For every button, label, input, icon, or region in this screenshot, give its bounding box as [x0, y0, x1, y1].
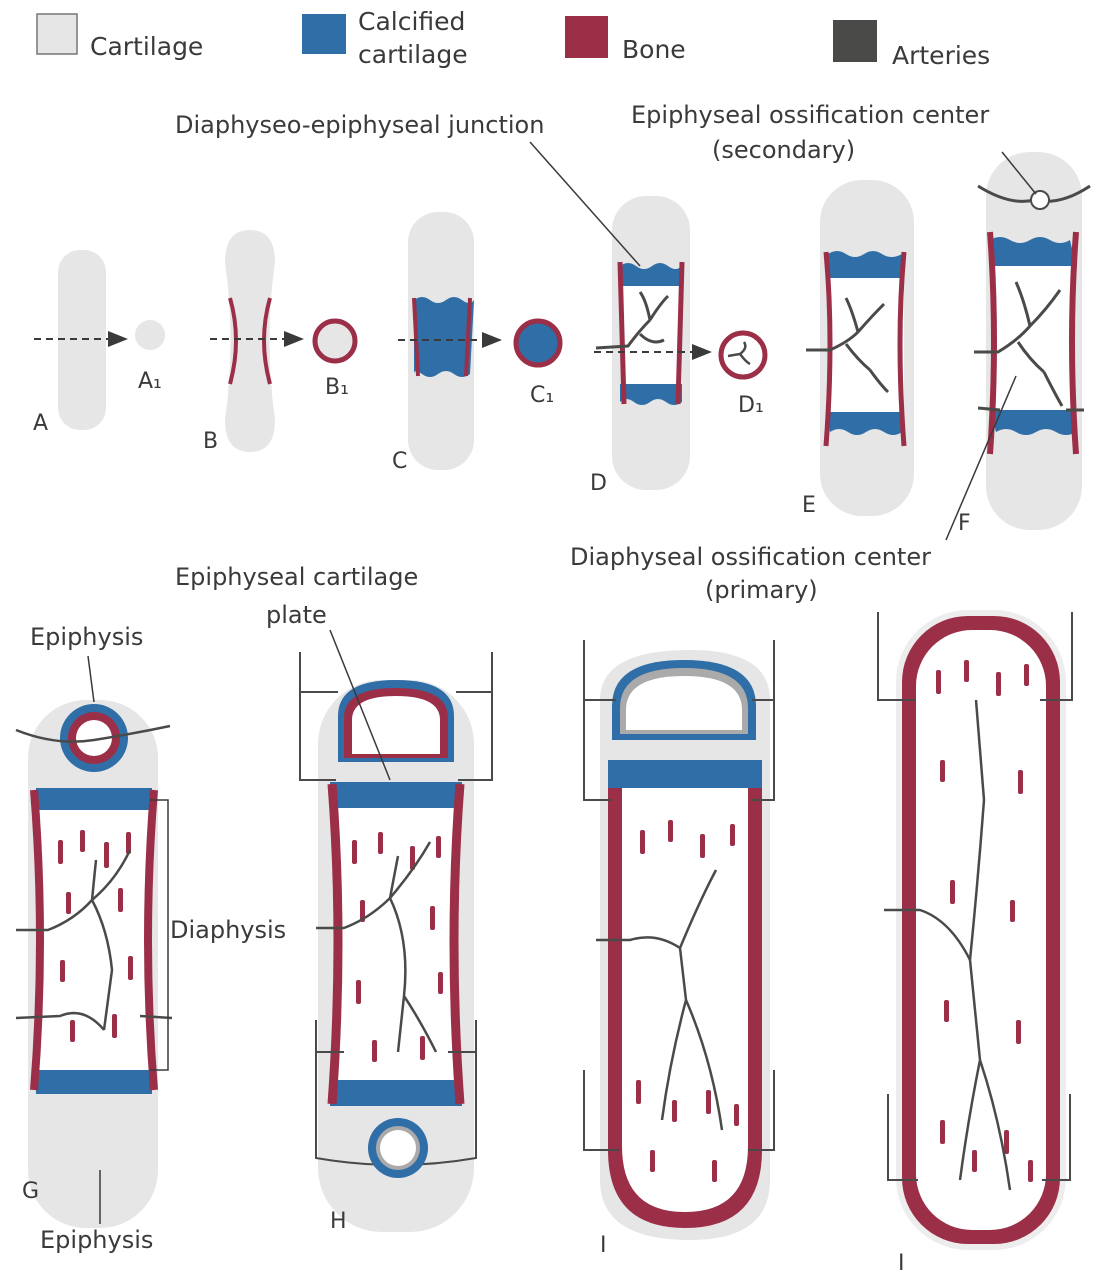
cross-section-b1: [315, 321, 355, 361]
legend-item-calcified-cartilage: Calcified cartilage: [302, 7, 468, 69]
label-diaphyseal-primary: (primary): [705, 576, 818, 604]
ossification-marrow: [380, 1130, 416, 1166]
cross-section-a1: [135, 320, 165, 350]
stage-h: H: [300, 652, 492, 1234]
legend-label-bone: Bone: [622, 35, 686, 64]
stage-letter: D₁: [738, 393, 764, 418]
cartilage-model: [225, 230, 275, 452]
legend: Cartilage Calcified cartilage Bone Arter…: [37, 7, 990, 70]
label-epiphysis-bottom: Epiphysis: [40, 1226, 153, 1254]
stage-g: G: [16, 700, 172, 1228]
marrow-cavity: [916, 630, 1046, 1230]
legend-item-bone: Bone: [565, 16, 686, 64]
stage-d: D D₁: [590, 196, 765, 496]
calcified-cartilage: [36, 788, 152, 810]
label-epiphyseal-cartilage-plate: Epiphyseal cartilage: [175, 563, 418, 591]
stage-letter: B: [203, 429, 218, 454]
marrow-cavity: [622, 276, 682, 390]
marrow-cavity: [830, 272, 904, 422]
stage-letter: B₁: [325, 375, 349, 400]
calcified-cartilage: [330, 1080, 462, 1106]
legend-label-calcified: Calcified: [358, 7, 465, 36]
epiphyseal-marrow: [626, 676, 742, 730]
label-epiphyseal-plate-2: plate: [266, 601, 327, 629]
cross-section-c1: [516, 321, 560, 365]
stage-letter: D: [590, 471, 607, 496]
stage-i-first: I: [584, 640, 774, 1258]
stage-e: E: [802, 180, 914, 518]
stage-letter: A: [33, 411, 48, 436]
secondary-ossification-center: [1031, 191, 1049, 209]
label-diaphyseal-ossification-center: Diaphyseal ossification center: [570, 543, 931, 571]
stage-a: A A₁: [33, 250, 165, 436]
legend-swatch-bone: [565, 16, 608, 58]
stage-letter: F: [958, 511, 971, 536]
stage-c: C C₁: [392, 212, 560, 474]
label-diaphysis: Diaphysis: [170, 916, 286, 944]
stage-i-second: I: [878, 610, 1072, 1275]
legend-swatch-cartilage: [37, 14, 77, 54]
calcified-cartilage: [608, 760, 762, 788]
label-epiphysis-top: Epiphysis: [30, 623, 143, 651]
legend-label-cartilage-2: cartilage: [358, 40, 468, 69]
label-epiphyseal-ossification-center: Epiphyseal ossification center: [631, 101, 989, 129]
legend-label-cartilage: Cartilage: [90, 32, 203, 61]
stage-letter: I: [600, 1233, 607, 1258]
legend-swatch-calcified-cartilage: [302, 14, 346, 54]
calcified-cartilage: [36, 1070, 152, 1094]
label-diaphyseo-epiphyseal-junction: Diaphyseo-epiphyseal junction: [175, 111, 544, 139]
label-epiphyseal-secondary: (secondary): [712, 136, 855, 164]
legend-label-arteries: Arteries: [892, 41, 990, 70]
stage-letter: C₁: [530, 383, 554, 408]
stage-letter: C: [392, 449, 407, 474]
epiphyseal-marrow: [352, 696, 440, 754]
legend-item-arteries: Arteries: [833, 20, 990, 70]
legend-item-cartilage: Cartilage: [37, 14, 203, 61]
leader-line: [530, 142, 640, 266]
stage-letter: E: [802, 493, 816, 518]
legend-swatch-arteries: [833, 20, 877, 62]
cross-section-d1: [721, 333, 765, 377]
stage-letter: I: [898, 1251, 905, 1275]
leader-line: [88, 656, 94, 702]
stage-letter: A₁: [138, 369, 162, 394]
stage-f: F: [958, 152, 1090, 536]
stage-letter: G: [22, 1179, 39, 1204]
calcified-cartilage: [330, 782, 462, 808]
marrow-cavity: [38, 800, 150, 1070]
stage-letter: H: [330, 1209, 347, 1234]
stage-b: B B₁: [203, 230, 355, 454]
